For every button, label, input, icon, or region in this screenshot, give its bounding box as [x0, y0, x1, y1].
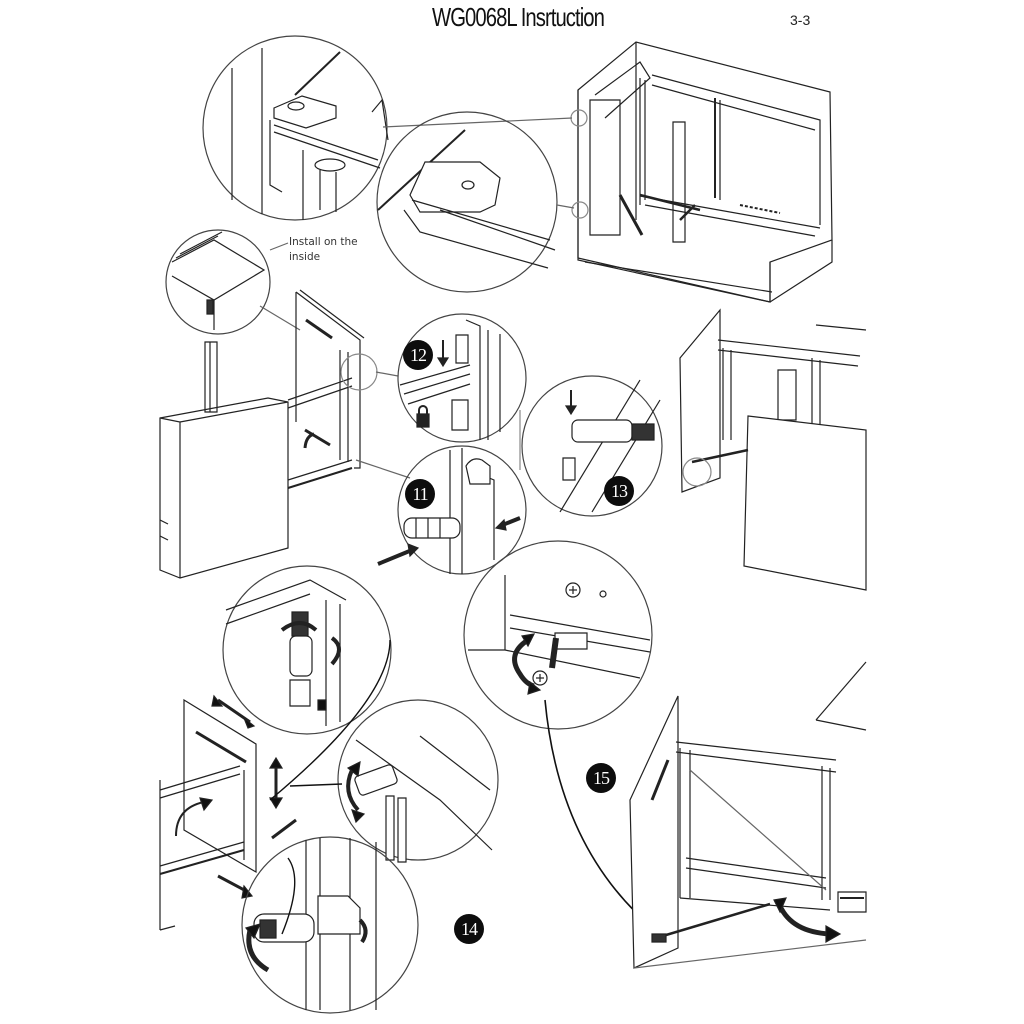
magnifier-inside-corner [166, 230, 300, 334]
magnifier-step-15 [464, 541, 668, 940]
magnifier-step-13 [520, 376, 662, 516]
step-badge-14: 14 [454, 914, 484, 944]
step-badge-13: 13 [604, 476, 634, 506]
magnifier-step-14-top [223, 566, 391, 800]
magnifier-step-11 [378, 446, 526, 574]
step-badge-11: 11 [405, 479, 435, 509]
magnifier-roller [377, 112, 574, 292]
cabinet-adjust-drawing [160, 696, 296, 930]
step-badge-12: 12 [403, 340, 433, 370]
page-title: WG0068L Insrtuction [432, 2, 605, 32]
install-note-line-1: Install on the [289, 236, 358, 248]
install-note-line-2: inside [289, 251, 321, 263]
cabinet-drawer-drawing [160, 290, 410, 578]
cabinet-frame-drawing [630, 662, 866, 968]
cabinet-open-door-drawing [680, 310, 866, 590]
magnifier-step-14-right [290, 700, 498, 862]
cabinet-overview-drawing [571, 42, 832, 302]
magnifier-top-clip [203, 36, 572, 220]
page-number: 3-3 [790, 12, 811, 28]
step-badge-15: 15 [586, 763, 616, 793]
install-inside-note: Install on the inside [289, 235, 358, 265]
magnifier-step-12 [398, 314, 526, 442]
magnifier-step-14-bottom [242, 837, 418, 1013]
